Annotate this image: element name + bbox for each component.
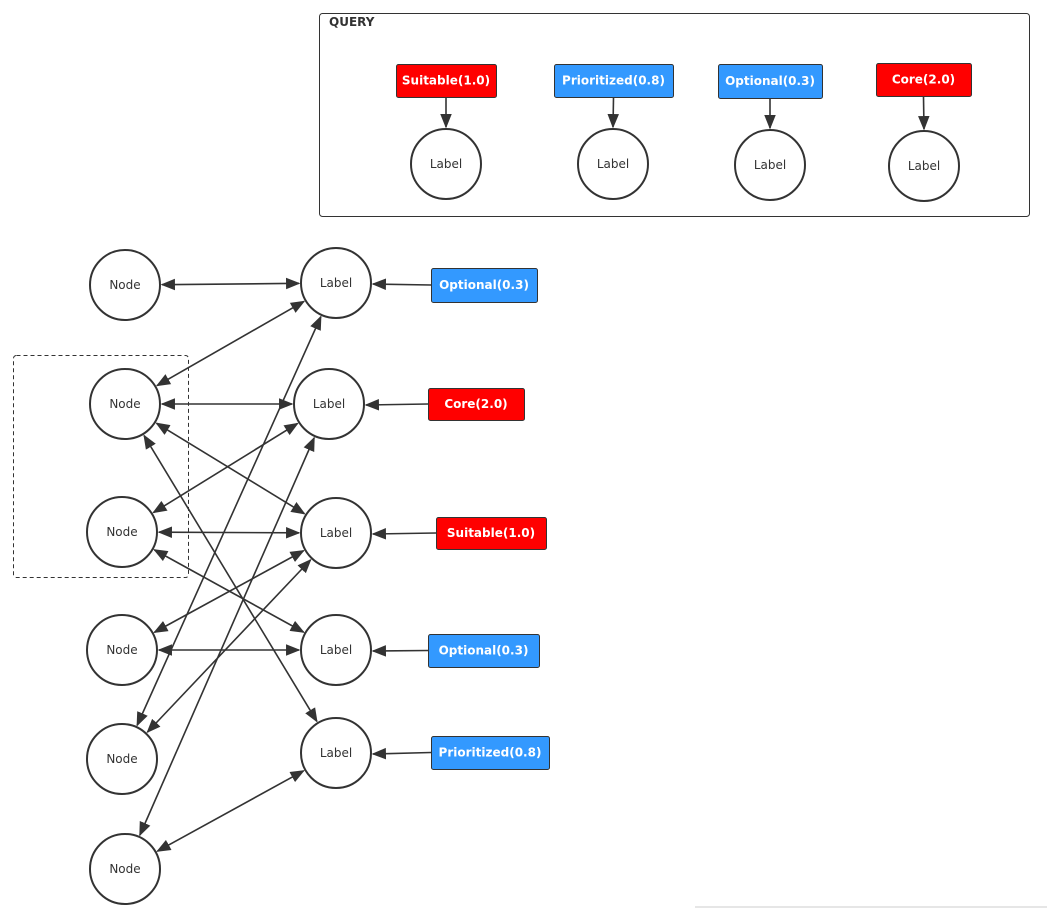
label-tag-2[interactable]: Suitable(1.0) <box>436 517 547 550</box>
node-1-shape <box>89 368 161 440</box>
query-tag-2-text: Optional(0.3) <box>725 74 815 88</box>
query-label-node-2-text: Label <box>754 158 786 172</box>
label-node-3[interactable]: Label <box>300 614 372 686</box>
node-1[interactable]: Node <box>89 368 161 440</box>
label-node-1-text: Label <box>313 397 345 411</box>
label-node-4-text: Label <box>320 746 352 760</box>
node-0-shape <box>89 249 161 321</box>
query-label-node-0[interactable]: Label <box>410 128 482 200</box>
query-tag-3-text: Core(2.0) <box>892 73 955 87</box>
node-3-text: Node <box>106 643 137 657</box>
label-tag-3-text: Optional(0.3) <box>439 644 529 658</box>
edge-node-5-label-4[interactable] <box>156 770 305 852</box>
edge-node-4-label-0[interactable] <box>136 315 322 727</box>
query-tag-1[interactable]: Prioritized(0.8) <box>554 64 674 98</box>
edge-node-2-label-1[interactable] <box>152 422 299 514</box>
edge-node-0-label-0[interactable] <box>160 277 301 291</box>
label-tag-0[interactable]: Optional(0.3) <box>431 268 538 303</box>
label-tag-4-box <box>431 736 550 770</box>
query-tag-2-box <box>718 64 823 99</box>
tag-edge-0[interactable] <box>371 278 432 290</box>
tag-edge-3[interactable] <box>371 645 429 657</box>
query-tag-3[interactable]: Core(2.0) <box>876 63 972 97</box>
edge-node-4-label-2[interactable] <box>146 558 312 734</box>
query-edge[interactable] <box>918 96 930 131</box>
query-label-node-1-shape <box>577 128 649 200</box>
tag-edge-2[interactable] <box>371 528 437 540</box>
query-tag-3-box <box>876 63 972 97</box>
query-label-node-0-text: Label <box>430 157 462 171</box>
node-1-text: Node <box>109 397 140 411</box>
node-5[interactable]: Node <box>89 833 161 905</box>
query-tag-1-text: Prioritized(0.8) <box>562 74 665 88</box>
label-tag-0-box <box>431 268 538 303</box>
label-tag-2-box <box>436 517 547 550</box>
query-label-node-3[interactable]: Label <box>888 130 960 202</box>
node-4[interactable]: Node <box>86 723 158 795</box>
label-node-1-shape <box>293 368 365 440</box>
node-5-text: Node <box>109 862 140 876</box>
query-label-node-3-text: Label <box>908 159 940 173</box>
query-tag-0-box <box>396 64 497 98</box>
query-tag-2[interactable]: Optional(0.3) <box>718 64 823 99</box>
label-tag-1-text: Core(2.0) <box>444 397 507 411</box>
node-3[interactable]: Node <box>86 614 158 686</box>
label-node-0-shape <box>300 247 372 319</box>
node-2-text: Node <box>106 525 137 539</box>
query-tag-0-text: Suitable(1.0) <box>402 74 490 88</box>
edge-node-1-label-0[interactable] <box>155 300 306 387</box>
query-label-node-1-text: Label <box>597 157 629 171</box>
label-node-2-text: Label <box>320 526 352 540</box>
label-node-0[interactable]: Label <box>300 247 372 319</box>
query-label-node-2[interactable]: Label <box>734 129 806 201</box>
label-node-2[interactable]: Label <box>300 497 372 569</box>
node-4-text: Node <box>106 752 137 766</box>
label-tag-2-text: Suitable(1.0) <box>447 526 535 540</box>
node-4-shape <box>86 723 158 795</box>
label-tag-4[interactable]: Prioritized(0.8) <box>431 736 550 770</box>
query-label-node-3-shape <box>888 130 960 202</box>
label-node-3-shape <box>300 614 372 686</box>
label-node-3-text: Label <box>320 643 352 657</box>
label-tag-1[interactable]: Core(2.0) <box>428 388 525 421</box>
edge-node-1-label-4[interactable] <box>143 434 318 723</box>
label-node-1[interactable]: Label <box>293 368 365 440</box>
edge-node-2-label-2[interactable] <box>157 526 301 539</box>
label-node-2-shape <box>300 497 372 569</box>
label-tag-1-box <box>428 388 525 421</box>
node-3-shape <box>86 614 158 686</box>
tag-edge-4[interactable] <box>371 747 432 760</box>
edge-node-5-label-1[interactable] <box>139 436 315 837</box>
node-5-shape <box>89 833 161 905</box>
label-node-0-text: Label <box>320 276 352 290</box>
label-tag-3-box <box>428 634 540 668</box>
label-node-4[interactable]: Label <box>300 717 372 789</box>
query-tag-1-box <box>554 64 674 98</box>
node-2[interactable]: Node <box>86 496 158 568</box>
label-node-4-shape <box>300 717 372 789</box>
query-label-node-0-shape <box>410 128 482 200</box>
query-label-node-1[interactable]: Label <box>577 128 649 200</box>
node-0-text: Node <box>109 278 140 292</box>
edge-node-1-label-2[interactable] <box>155 422 306 515</box>
query-title: QUERY <box>329 15 375 29</box>
label-tag-4-text: Prioritized(0.8) <box>439 746 542 760</box>
tag-edge-1[interactable] <box>364 399 429 411</box>
query-label-node-2-shape <box>734 129 806 201</box>
query-panel: QUERY <box>319 13 1030 217</box>
query-tag-0[interactable]: Suitable(1.0) <box>396 64 497 98</box>
node-2-shape <box>86 496 158 568</box>
label-tag-0-text: Optional(0.3) <box>439 278 529 292</box>
query-edge[interactable] <box>607 97 619 129</box>
node-0[interactable]: Node <box>89 249 161 321</box>
label-tag-3[interactable]: Optional(0.3) <box>428 634 540 668</box>
